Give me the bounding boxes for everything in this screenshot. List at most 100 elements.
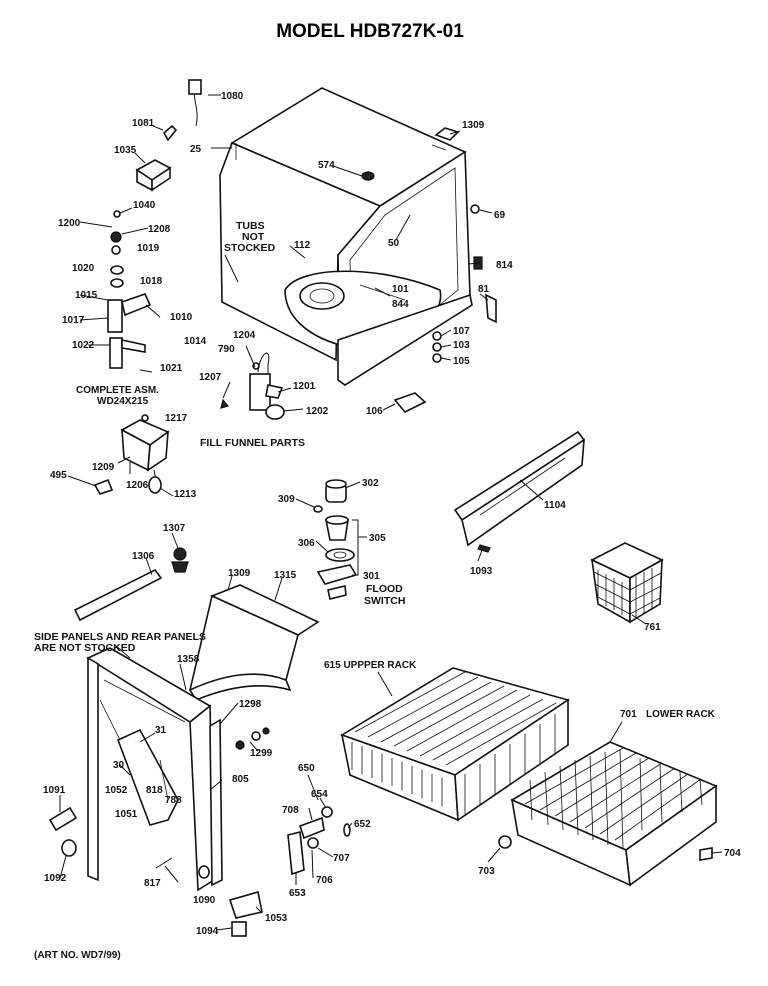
label-306: 306 <box>298 538 315 549</box>
label-650: 650 <box>298 763 315 774</box>
label-107: 107 <box>453 326 470 337</box>
label-1204: 1204 <box>233 330 256 341</box>
note-side-panels-2: ARE NOT STOCKED <box>34 642 136 654</box>
note-tubs-2: NOT <box>242 231 265 243</box>
part-1035-block <box>135 159 172 192</box>
label-112: 112 <box>294 240 311 251</box>
label-652: 652 <box>354 819 371 830</box>
label-1018: 1018 <box>140 276 163 287</box>
label-844: 844 <box>392 299 409 310</box>
part-704-clip <box>699 847 713 861</box>
part-1090-roller <box>198 865 210 879</box>
part-1298-strip <box>209 718 223 887</box>
label-814: 814 <box>496 260 513 271</box>
label-703: 703 <box>478 866 495 877</box>
label-1020: 1020 <box>72 263 95 274</box>
page-title: MODEL HDB727K-01 <box>276 21 464 42</box>
part-106-bracket <box>393 392 427 413</box>
label-701: 701 <box>620 709 637 720</box>
lower-rack-701 <box>510 741 718 887</box>
part-703-wheel <box>498 835 512 849</box>
label-1091: 1091 <box>43 785 66 796</box>
label-1090: 1090 <box>193 895 216 906</box>
art-number-footer: (ART NO. WD7/99) <box>34 950 121 961</box>
label-790: 790 <box>218 344 235 355</box>
label-1104: 1104 <box>544 500 566 511</box>
label-704: 704 <box>724 848 741 859</box>
label-1201: 1201 <box>293 381 316 392</box>
label-708: 708 <box>282 805 299 816</box>
flood-switch-assembly <box>313 479 358 600</box>
label-1309-top: 1309 <box>462 120 485 131</box>
label-50: 50 <box>388 238 400 249</box>
label-31: 31 <box>155 725 167 736</box>
note-fill-funnel: FILL FUNNEL PARTS <box>200 437 305 449</box>
part-1092-roller <box>61 839 77 857</box>
label-101: 101 <box>392 284 409 295</box>
label-1010: 1010 <box>170 312 193 323</box>
label-1208: 1208 <box>148 224 171 235</box>
label-706: 706 <box>316 875 333 886</box>
label-1217: 1217 <box>165 413 188 424</box>
label-1213: 1213 <box>174 489 197 500</box>
label-1309-mid: 1309 <box>228 568 251 579</box>
part-81-clip <box>485 293 497 324</box>
note-complete-2: WD24X215 <box>97 396 149 407</box>
part-817-pin <box>155 857 173 869</box>
label-103: 103 <box>453 340 470 351</box>
label-1307: 1307 <box>163 523 186 534</box>
door-hinge-parts <box>287 806 351 876</box>
part-1081-bracket <box>162 124 178 142</box>
label-309: 309 <box>278 494 295 505</box>
label-1022: 1022 <box>72 340 95 351</box>
label-1093: 1093 <box>470 566 493 577</box>
label-654: 654 <box>311 789 328 800</box>
note-side-panels-1: SIDE PANELS AND REAR PANELS <box>34 631 206 643</box>
valve-stack-assembly <box>107 210 153 373</box>
insulation-1358-assembly <box>188 584 320 702</box>
label-106: 106 <box>366 406 383 417</box>
label-574: 574 <box>318 160 335 171</box>
note-tubs-1: TUBS <box>236 220 265 232</box>
label-1207: 1207 <box>199 372 222 383</box>
label-1051: 1051 <box>115 809 138 820</box>
part-495-fitting <box>93 478 114 495</box>
note-flood-1: FLOOD <box>366 583 403 595</box>
label-1015: 1015 <box>75 290 98 301</box>
label-1040: 1040 <box>133 200 156 211</box>
label-1209: 1209 <box>92 462 115 473</box>
label-301: 301 <box>363 571 380 582</box>
label-1021: 1021 <box>160 363 183 374</box>
note-upper-rack: 615 UPPPER RACK <box>324 660 417 671</box>
label-495: 495 <box>50 470 67 481</box>
part-69 <box>470 204 480 214</box>
label-653: 653 <box>289 888 306 899</box>
part-1104-bracket <box>453 430 586 547</box>
label-707: 707 <box>333 853 350 864</box>
upper-rack-615 <box>340 667 570 822</box>
label-1092: 1092 <box>44 873 67 884</box>
label-1014: 1014 <box>184 336 207 347</box>
label-761: 761 <box>644 622 661 633</box>
note-tubs-3: STOCKED <box>224 242 276 254</box>
part-1091-latch <box>48 806 78 832</box>
part-1306-bracket <box>73 568 163 622</box>
side-panel <box>86 647 215 892</box>
label-1035: 1035 <box>114 145 137 156</box>
washers-107-103-105 <box>432 331 442 363</box>
label-1017: 1017 <box>62 315 85 326</box>
part-1053-bracket <box>228 890 263 919</box>
label-1206: 1206 <box>126 480 149 491</box>
label-105: 105 <box>453 356 470 367</box>
label-69: 69 <box>494 210 506 221</box>
part-1080-cord <box>188 79 202 127</box>
label-302: 302 <box>362 478 379 489</box>
label-818: 818 <box>146 785 163 796</box>
part-574-shape <box>361 171 375 181</box>
part-1307-clamp <box>171 547 189 573</box>
label-1358: 1358 <box>177 654 200 665</box>
label-805: 805 <box>232 774 249 785</box>
label-305: 305 <box>369 533 386 544</box>
label-25: 25 <box>190 144 202 155</box>
